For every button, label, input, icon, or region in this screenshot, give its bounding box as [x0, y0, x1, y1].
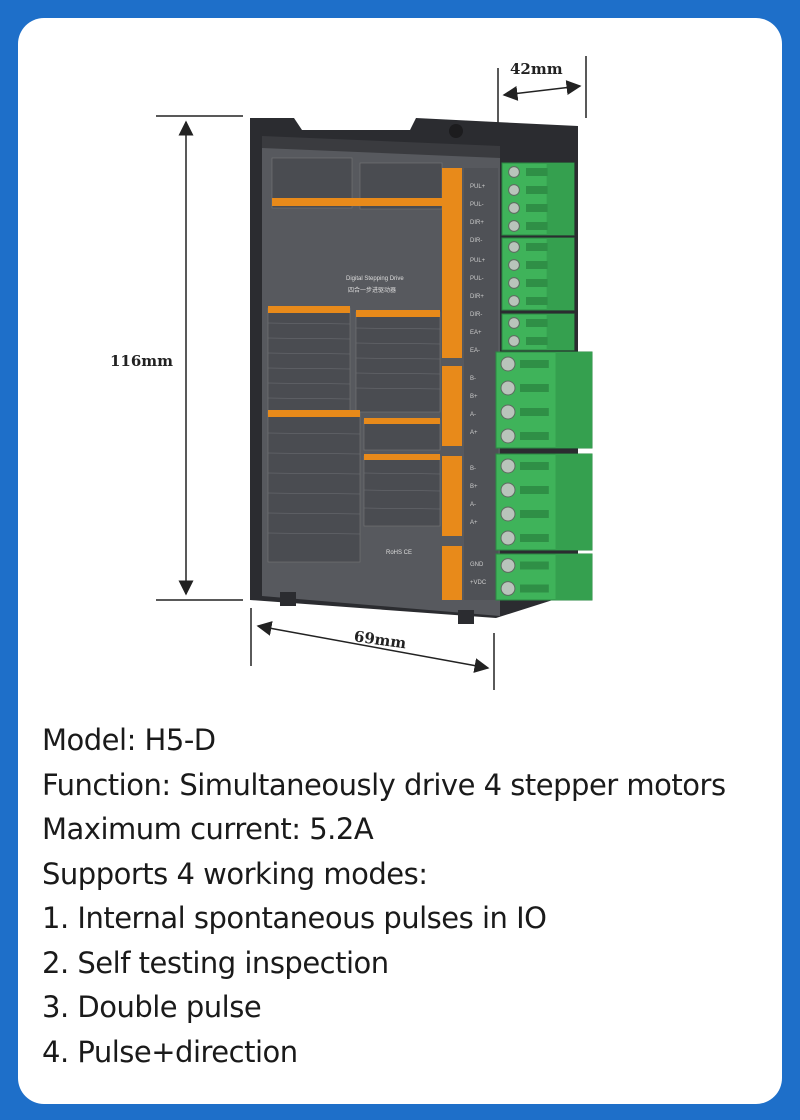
- terminal-label-column: PUL+ PUL- DIR+ DIR- PUL+ PUL- DIR+ DIR- …: [464, 168, 498, 600]
- product-card: Digital Stepping Drive 四合一步进驱动器 RoHS CE …: [18, 18, 782, 1104]
- terminal-screw: [500, 380, 516, 396]
- terminal-screw: [500, 506, 516, 522]
- terminal-label: B+: [470, 394, 478, 400]
- terminal-label: DIR-: [470, 312, 482, 318]
- terminal-screw: [508, 166, 520, 178]
- terminal-label: GND: [470, 562, 484, 568]
- terminal-screw: [500, 530, 516, 546]
- terminal-slot: [526, 168, 548, 176]
- terminal-screw: [508, 277, 520, 289]
- terminal-slot: [520, 384, 549, 392]
- terminal-label: PUL-: [470, 276, 484, 282]
- terminal-label: PUL+: [470, 258, 486, 264]
- current-line: Maximum current: 5.2A: [42, 812, 374, 846]
- height-label: 116mm: [110, 352, 173, 370]
- terminal-screw: [508, 241, 520, 253]
- mode-item: 4. Pulse+direction: [42, 1034, 298, 1069]
- device-label-cn: 四合一步进驱动器: [348, 286, 396, 294]
- terminal-slot: [520, 486, 549, 494]
- terminal-label: A+: [470, 520, 478, 526]
- terminal-label: B-: [470, 376, 476, 382]
- terminal-label: PUL+: [470, 184, 486, 190]
- terminal-label: +VDC: [470, 580, 487, 586]
- terminal-screw: [508, 184, 520, 196]
- terminal-label: A+: [470, 430, 478, 436]
- terminal-label: EA+: [470, 330, 482, 336]
- modes-title: Supports 4 working modes:: [42, 856, 428, 891]
- terminal-screw: [500, 428, 516, 444]
- terminal-block-side: [546, 314, 574, 350]
- terminal-screw: [508, 295, 520, 307]
- terminal-screw: [508, 317, 520, 329]
- terminal-block-side: [555, 454, 592, 550]
- rohs-mark: RoHS CE: [386, 550, 412, 556]
- terminal-slot: [520, 360, 549, 368]
- terminal-slot: [526, 261, 548, 269]
- terminal-slot: [526, 204, 548, 212]
- terminal-blocks: [495, 162, 593, 601]
- terminal-screw: [500, 458, 516, 474]
- dimension-lines: [156, 56, 587, 690]
- terminal-label: A-: [470, 502, 476, 508]
- terminal-slot: [526, 222, 548, 230]
- terminal-screw: [508, 259, 520, 271]
- device-label-en: Digital Stepping Drive: [346, 276, 404, 282]
- terminal-screw: [500, 482, 516, 498]
- mode-item: 3. Double pulse: [42, 990, 262, 1024]
- depth-label: 42mm: [510, 60, 563, 78]
- terminal-screw: [508, 220, 520, 232]
- terminal-label: PUL-: [470, 202, 484, 208]
- terminal-slot: [526, 337, 548, 345]
- width-label: 69mm: [353, 627, 408, 652]
- mode-item: 1. Internal spontaneous pulses in IO: [42, 901, 547, 935]
- terminal-slot: [520, 462, 549, 470]
- terminal-slot: [526, 186, 548, 194]
- terminal-slot: [520, 432, 549, 440]
- terminal-slot: [526, 319, 548, 327]
- terminal-label: B+: [470, 484, 478, 490]
- terminal-slot: [520, 534, 549, 542]
- mode-item: 2. Self testing inspection: [42, 945, 389, 980]
- terminal-slot: [520, 584, 549, 593]
- terminal-label: EA-: [470, 348, 480, 354]
- terminal-label: DIR+: [470, 220, 484, 226]
- terminal-slot: [526, 243, 548, 251]
- terminal-block-side: [546, 238, 574, 310]
- terminal-screw: [500, 356, 516, 372]
- panel-labels: Digital Stepping Drive 四合一步进驱动器 RoHS CE: [267, 157, 462, 600]
- product-image: Digital Stepping Drive 四合一步进驱动器 RoHS CE …: [110, 56, 593, 690]
- terminal-label: B-: [470, 466, 476, 472]
- terminal-label: DIR-: [470, 238, 482, 244]
- terminal-slot: [526, 279, 548, 287]
- spec-list: Model: H5-D Function: Simultaneously dri…: [42, 718, 772, 1074]
- terminal-slot: [520, 510, 549, 518]
- terminal-label: DIR+: [470, 294, 484, 300]
- terminal-screw: [500, 581, 516, 596]
- terminal-screw: [500, 558, 516, 573]
- terminal-block-side: [546, 163, 574, 235]
- terminal-block-side: [555, 554, 592, 600]
- terminal-label: A-: [470, 412, 476, 418]
- terminal-screw: [500, 404, 516, 420]
- terminal-block-side: [555, 352, 592, 448]
- terminal-slot: [520, 561, 549, 570]
- function-line: Function: Simultaneously drive 4 stepper…: [42, 767, 726, 802]
- terminal-slot: [526, 297, 548, 305]
- model-line: Model: H5-D: [42, 723, 216, 757]
- terminal-screw: [508, 335, 520, 347]
- terminal-slot: [520, 408, 549, 416]
- terminal-screw: [508, 202, 520, 214]
